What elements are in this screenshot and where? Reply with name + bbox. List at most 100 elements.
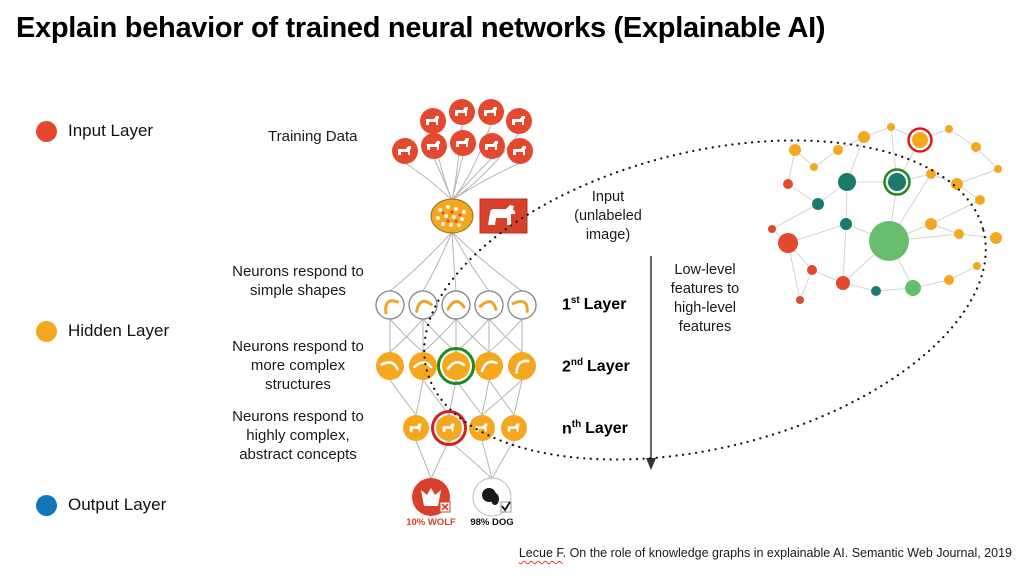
graph-node: [812, 198, 824, 210]
unlabeled-image: [479, 198, 528, 234]
animal-icon: [513, 146, 526, 155]
highlight-ring: [431, 410, 467, 446]
hidden-layer-dot-icon: [36, 320, 57, 342]
layer-1-num: 1: [562, 296, 571, 314]
graph-node: [883, 168, 911, 196]
highlight-ring: [907, 127, 933, 153]
graph-node: [789, 144, 801, 156]
simple-shape-icon: [415, 299, 433, 313]
training-sample: [479, 133, 505, 159]
graph-node: [975, 195, 985, 205]
graph-node: [973, 262, 981, 270]
complex-structure-icon: [446, 360, 466, 371]
training-data-label: Training Data: [268, 128, 358, 145]
layer-n-num: n: [562, 420, 572, 438]
layer-2-word: Layer: [587, 358, 630, 376]
wolf-icon: [421, 488, 441, 506]
graph-node: [971, 142, 981, 152]
layern-neuron: [403, 415, 429, 441]
graph-node: [887, 123, 895, 131]
layer1-neuron: [441, 290, 471, 320]
input-layer-dot-icon: [36, 120, 57, 142]
annotation-complex-structures: Neurons respond to more complex structur…: [232, 338, 364, 394]
knowledge-graph-nodes: [768, 123, 1002, 304]
citation-author: Lecue F: [518, 546, 563, 560]
training-sample: [507, 138, 533, 164]
layern-neuron: [469, 415, 495, 441]
layer-2-sup: nd: [570, 357, 584, 368]
layer2-neuron: [376, 352, 404, 380]
layer1-neuron: [507, 290, 537, 320]
legend-item-hidden-layer: Hidden Layer: [36, 319, 169, 343]
layer-1-sup: st: [570, 295, 580, 306]
dog-probability-label: 98% DOG: [470, 517, 514, 528]
training-sample: [392, 138, 418, 164]
graph-node: [836, 276, 850, 290]
graph-node: [778, 233, 798, 253]
training-sample: [478, 99, 504, 125]
graph-node: [840, 218, 852, 230]
layern-neuron: [501, 415, 527, 441]
graph-node: [945, 125, 953, 133]
legend-label-hidden: Hidden Layer: [68, 321, 170, 340]
layer-n-word: Layer: [585, 420, 628, 438]
input-caption: Input (unlabeled image): [574, 189, 642, 243]
legend-item-input-layer: Input Layer: [36, 119, 153, 143]
graph-node: [944, 275, 954, 285]
training-sample: [506, 108, 532, 134]
output-wolf: [412, 478, 451, 516]
graph-node: [810, 163, 818, 171]
input-node-texture-red: [441, 210, 462, 223]
animal-icon: [426, 116, 439, 125]
legend-label-output: Output Layer: [68, 495, 167, 514]
page-title: Explain behavior of trained neural netwo…: [16, 12, 826, 44]
graph-node: [871, 286, 881, 296]
dog-icon: [488, 205, 516, 225]
explanation-loop: [423, 139, 987, 461]
animal-icon: [455, 107, 468, 116]
training-sample: [421, 133, 447, 159]
knowledge-graph-edges: [771, 126, 999, 301]
check-icon: [501, 501, 511, 512]
graph-node: [925, 218, 937, 230]
graph-node: [783, 179, 793, 189]
concept-icon: [409, 423, 422, 432]
legend-label-input: Input Layer: [68, 121, 154, 140]
graph-node: [990, 232, 1002, 244]
graph-node: [833, 145, 843, 155]
graph-node: [905, 280, 921, 296]
graph-node: [951, 178, 963, 190]
input-node: [430, 198, 474, 234]
layer-1-word: Layer: [583, 296, 627, 314]
simple-shape-icon: [511, 300, 529, 313]
input-node-texture: [436, 205, 466, 227]
graph-node: [907, 127, 933, 153]
graph-node: [768, 225, 776, 233]
layer2-neuron: [508, 352, 536, 380]
output-dog: [472, 477, 512, 517]
layer-n-sup: th: [571, 419, 582, 430]
graph-node: [994, 165, 1002, 173]
citation: Lecue F. On the role of knowledge graphs…: [519, 546, 1012, 560]
graph-node: [954, 229, 964, 239]
highlight-ring: [883, 168, 911, 196]
layer1-neuron: [474, 290, 504, 320]
complex-structure-icon: [515, 359, 530, 374]
highlight-ring: [437, 347, 475, 385]
simple-shape-icon: [478, 300, 498, 311]
animal-icon: [485, 141, 498, 150]
layer1-neuron: [408, 290, 438, 320]
graph-node: [926, 169, 936, 179]
layer2-neuron: [409, 352, 437, 380]
wolf-probability-label: 10% WOLF: [406, 517, 456, 528]
network-layers: [375, 290, 537, 446]
graph-node: [869, 221, 909, 261]
graph-node: [858, 131, 870, 143]
citation-text: . On the role of knowledge graphs in exp…: [562, 546, 1012, 560]
complex-structure-icon: [380, 361, 399, 371]
simple-shape-icon: [384, 299, 400, 315]
